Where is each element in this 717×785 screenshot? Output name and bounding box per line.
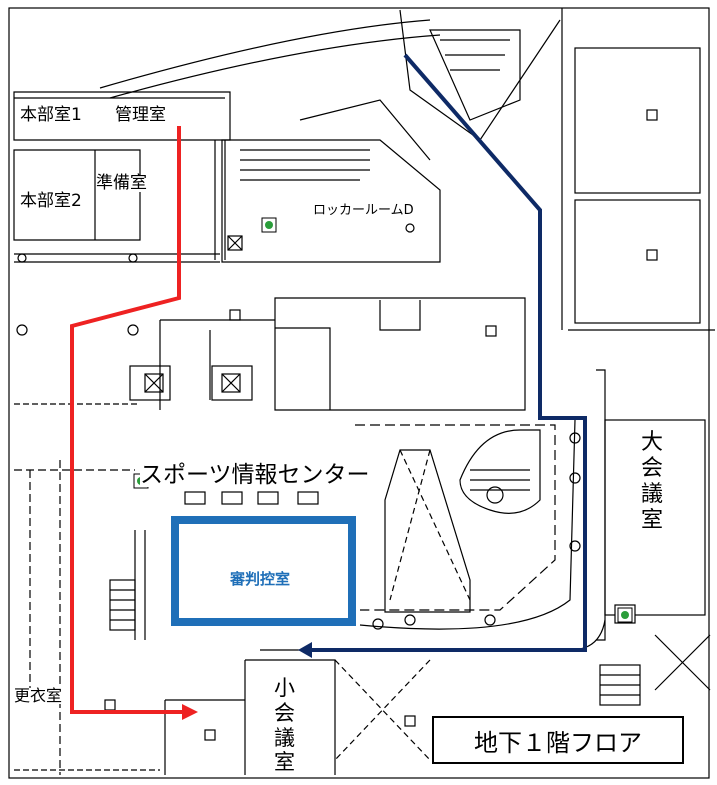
control-room-highlight — [171, 516, 356, 626]
room-label-sports-info-center: スポーツ情報センター — [140, 462, 370, 488]
wheelchair-icon — [261, 217, 277, 233]
room-label-large-conference: 大 会 議 室 — [641, 430, 664, 534]
red-route — [70, 126, 198, 720]
room-label-control-room: 審判控室 — [230, 568, 291, 589]
room-label-preparation: 準備室 — [96, 173, 147, 193]
room-label-changing-room: 更衣室 — [14, 686, 63, 705]
room-label-management: 管理室 — [115, 105, 166, 125]
floor-title: 地下１階フロア — [432, 716, 684, 764]
navy-route — [298, 53, 587, 658]
room-label-locker-room: ロッカールームD — [313, 203, 414, 218]
room-label-small-conference: 小 会 議 室 — [274, 676, 295, 776]
wheelchair-icon — [617, 607, 633, 623]
room-label-headquarters-2: 本部室2 — [20, 191, 82, 211]
room-label-headquarters-1: 本部室1 — [20, 105, 82, 125]
